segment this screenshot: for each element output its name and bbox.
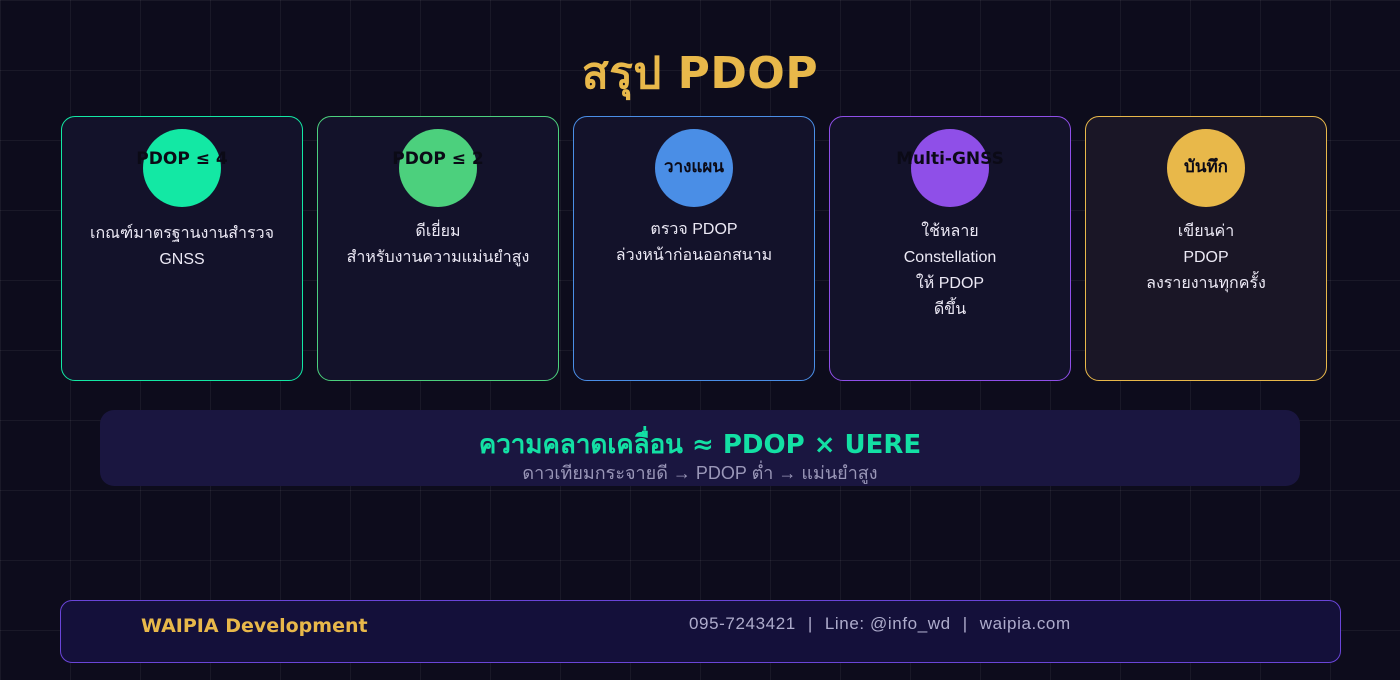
card-line: ดีขึ้น <box>933 301 967 318</box>
footer-phone: 095-7243421 <box>689 614 796 633</box>
footer-line-id: Line: @info_wd <box>824 614 951 633</box>
card-badge-circle <box>911 129 989 207</box>
card-line: เขียนค่า <box>1177 223 1235 240</box>
formula-banner: ความคลาดเคลื่อน ≈ PDOP × UERE ดาวเทียมกร… <box>100 410 1300 486</box>
card-badge-circle <box>399 129 477 207</box>
card-line: Constellation <box>903 249 997 266</box>
card-multi-gnss: Multi-GNSS ใช้หลาย Constellation ให้ PDO… <box>829 116 1071 381</box>
card-line: ล่วงหน้าก่อนออกสนาม <box>615 247 773 264</box>
card-line: ตรวจ PDOP <box>650 221 738 238</box>
card-description: ดีเยี่ยม สำหรับงานความแม่นยำสูง <box>326 219 550 271</box>
card-badge-circle <box>1167 129 1245 207</box>
card-description: เกณฑ์มาตรฐานงานสำรวจ GNSS <box>70 221 294 273</box>
formula-text: ความคลาดเคลื่อน ≈ PDOP × UERE <box>478 430 922 460</box>
card-line: PDOP <box>1183 249 1229 266</box>
page-title: สรุป PDOP <box>581 48 819 99</box>
footer-separator: | <box>807 614 813 633</box>
card-line: ใช้หลาย <box>921 223 979 240</box>
card-heading: PDOP ≤ 4 <box>136 149 228 169</box>
card-badge-circle <box>655 129 733 207</box>
card-record: บันทึก เขียนค่า PDOP ลงรายงานทุกครั้ง <box>1085 116 1327 381</box>
formula-subtext: ดาวเทียมกระจายดี → PDOP ต่ำ → แม่นยำสูง <box>522 463 878 483</box>
card-description: ตรวจ PDOP ล่วงหน้าก่อนออกสนาม <box>582 217 806 269</box>
card-planning: วางแผน ตรวจ PDOP ล่วงหน้าก่อนออกสนาม <box>573 116 815 381</box>
card-heading: Multi-GNSS <box>896 149 1004 169</box>
footer-bar: WAIPIA Development 095-7243421 | Line: @in… <box>60 600 1341 663</box>
card-pdop-2: PDOP ≤ 2 ดีเยี่ยม สำหรับงานความแม่นยำสูง <box>317 116 559 381</box>
card-badge-circle <box>143 129 221 207</box>
card-line: ลงรายงานทุกครั้ง <box>1146 275 1266 292</box>
footer-contact: 095-7243421 | Line: @info_wd | waipia.com <box>689 614 1071 634</box>
card-line: เกณฑ์มาตรฐานงานสำรวจ <box>90 225 274 242</box>
card-heading: วางแผน <box>664 157 724 177</box>
card-line: ดีเยี่ยม <box>415 223 461 240</box>
card-description: ใช้หลาย Constellation ให้ PDOP ดีขึ้น <box>838 219 1062 323</box>
footer-website: waipia.com <box>979 614 1071 633</box>
card-heading: PDOP ≤ 2 <box>392 149 484 169</box>
card-heading: บันทึก <box>1184 157 1228 177</box>
card-pdop-4: PDOP ≤ 4 เกณฑ์มาตรฐานงานสำรวจ GNSS <box>61 116 303 381</box>
card-line: ให้ PDOP <box>915 275 985 292</box>
card-description: เขียนค่า PDOP ลงรายงานทุกครั้ง <box>1094 219 1318 297</box>
footer-brand: WAIPIA Development <box>141 615 368 637</box>
footer-separator: | <box>962 614 968 633</box>
card-line: สำหรับงานความแม่นยำสูง <box>346 249 530 266</box>
card-line: GNSS <box>159 251 205 268</box>
